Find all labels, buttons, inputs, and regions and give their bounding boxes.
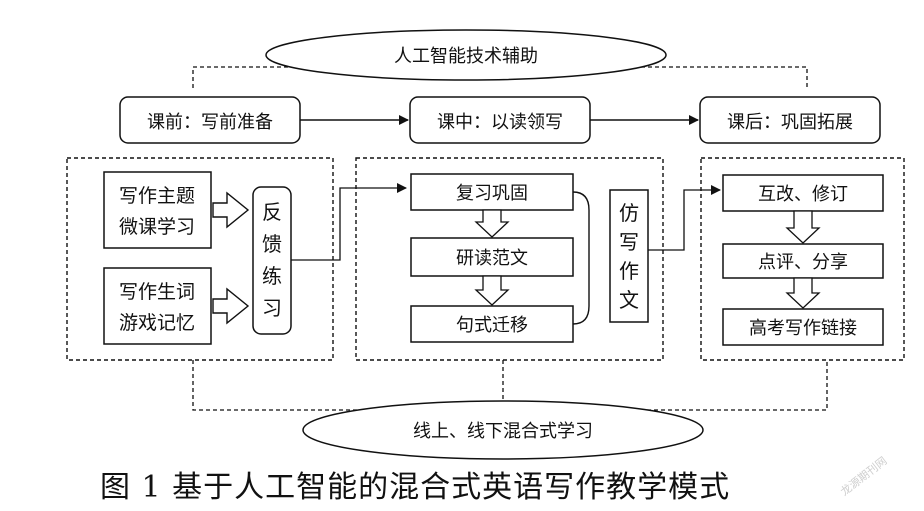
hollow-arrow-2 [212,287,250,325]
svg-text:练: 练 [262,264,282,288]
comment-share-box: 点评、分享 [722,243,884,279]
vocab-game-box: 写作生词 游戏记忆 [103,267,212,345]
figure-caption: 图 1 基于人工智能的混合式英语写作教学模式 [100,470,731,505]
svg-text:线上、线下混合式学习: 线上、线下混合式学习 [413,421,593,442]
svg-text:写: 写 [619,230,639,254]
svg-text:高考写作链接: 高考写作链接 [749,318,857,339]
svg-text:写作主题: 写作主题 [119,185,195,207]
svg-text:复习巩固: 复习巩固 [456,183,528,204]
before-class-section [66,157,334,361]
down-arrow-1 [474,209,510,238]
down-arrow-2 [474,275,510,306]
svg-text:点评、分享: 点评、分享 [758,252,848,273]
svg-text:文: 文 [619,288,639,312]
top-dashed-connector [192,66,808,88]
svg-text:研读范文: 研读范文 [456,248,528,269]
study-sample-box: 研读范文 [410,237,574,277]
blended-learning-ellipse: 线上、线下混合式学习 [302,400,704,460]
svg-text:人工智能技术辅助: 人工智能技术辅助 [394,46,538,67]
down-arrow-4 [785,277,821,309]
stage-during-box: 课中：以读领写 [409,96,591,144]
svg-text:微课学习: 微课学习 [119,216,195,238]
svg-text:互改、修订: 互改、修订 [758,184,848,205]
imitate-writing-box: 仿 写 作 文 [609,189,649,323]
svg-text:写作生词: 写作生词 [119,281,195,303]
review-box: 复习巩固 [410,173,574,211]
svg-text:仿: 仿 [619,201,639,225]
stage-before-box: 课前：写前准备 [119,96,301,144]
bracket-curve [572,191,590,325]
svg-text:习: 习 [262,296,282,320]
svg-text:反: 反 [262,200,282,224]
svg-text:课前：写前准备: 课前：写前准备 [147,112,273,133]
link-before-to-during [291,183,407,261]
ai-support-ellipse: 人工智能技术辅助 [265,29,667,81]
in-class-section [355,157,664,361]
exam-link-box: 高考写作链接 [722,308,884,346]
svg-text:作: 作 [619,259,639,283]
stage-after-box: 课后：巩固拓展 [699,96,881,144]
after-class-section [700,157,905,361]
down-arrow-3 [785,210,821,244]
svg-text:课后：巩固拓展: 课后：巩固拓展 [727,112,853,133]
svg-text:游戏记忆: 游戏记忆 [119,312,195,334]
peer-revise-box: 互改、修订 [722,174,884,212]
link-during-to-after [648,185,721,251]
svg-text:课中：以读领写: 课中：以读领写 [437,112,563,133]
svg-text:馈: 馈 [262,232,282,256]
svg-text:句式迁移: 句式迁移 [456,315,528,336]
hollow-arrow-1 [212,191,250,229]
feedback-practice-box: 反 馈 练 习 [252,186,292,335]
topic-microlesson-box: 写作主题 微课学习 [103,171,212,249]
sentence-transfer-box: 句式迁移 [410,305,574,343]
